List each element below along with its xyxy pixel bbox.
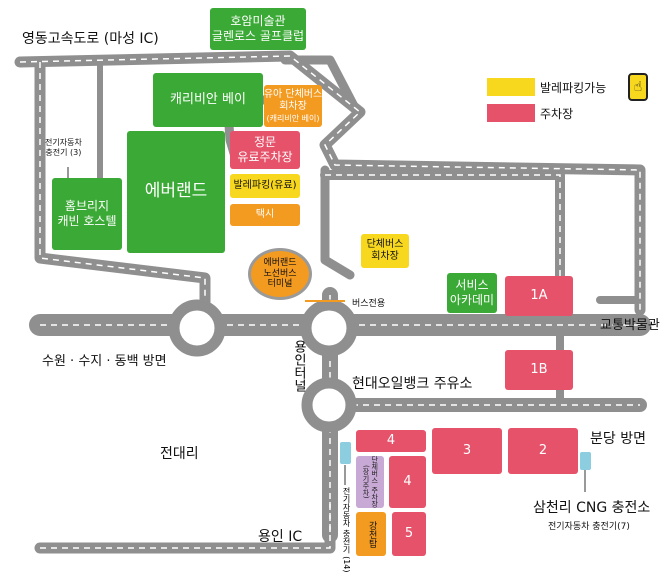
ev-charger-marker-7 (580, 452, 591, 470)
suwon-direction-label: 수원 · 수지 · 동백 방면 (42, 354, 167, 369)
group-bus-long-term-parking[interactable]: 단체버스 주차장 (장기주차) (356, 456, 384, 508)
hoam-museum-golf[interactable]: 호암미술관 글렌로스 골프클럽 (210, 8, 306, 50)
everland[interactable]: 에버랜드 (127, 131, 225, 253)
bundang-direction-label: 분당 방면 (590, 431, 646, 447)
ev-charger-marker-14 (340, 442, 351, 464)
legend-parking-swatch (487, 104, 535, 122)
yua-sublabel: (캐리비안 베이) (266, 113, 320, 123)
roundabouts (168, 299, 358, 433)
yongin-ic-label: 용인 IC (258, 529, 303, 545)
taxi-stand[interactable]: 택시 (230, 204, 300, 226)
service-academy[interactable]: 서비스 아카데미 (447, 273, 497, 313)
hand-pointer-icon: ☝ (628, 73, 648, 101)
transport-museum-label: 교통박물관 (600, 318, 660, 333)
caribbean-bay[interactable]: 캐리비안 베이 (153, 73, 263, 127)
parking-3[interactable]: 3 (432, 428, 502, 474)
parking-5[interactable]: 5 (392, 512, 426, 556)
yua-label: 유아 단체버스 회차장 (263, 88, 323, 113)
ev-charger-3-label: 전기자동차 충전기 (3) (45, 138, 82, 158)
parking-1a[interactable]: 1A (505, 276, 573, 316)
roundabout-left (168, 299, 226, 357)
roundabout-center (300, 299, 358, 357)
road-vertical-label: 용인터널 (291, 340, 306, 392)
main-gate-paid-parking[interactable]: 정문 유료주차장 (230, 131, 300, 169)
roundabout-lower (301, 377, 357, 433)
valet-parking-paid[interactable]: 발레파킹(유료) (230, 174, 300, 198)
legend-valet-label: 발레파킹가능 (540, 81, 607, 95)
hyundai-oilbank-label: 현대오일뱅크 주유소 (352, 376, 473, 392)
everland-bus-terminal[interactable]: 에버랜드 노선버스 터미널 (248, 248, 312, 300)
gangcheon-tower[interactable]: 강천탑 (356, 512, 386, 556)
yua-group-bus-turnaround[interactable]: 유아 단체버스 회차장 (캐리비안 베이) (264, 85, 322, 127)
ev-charger-7-label: 전기자동차 충전기(7) (548, 522, 630, 532)
highway-label: 영동고속도로 (마성 IC) (22, 31, 159, 47)
parking-1b[interactable]: 1B (505, 350, 573, 390)
road-top-branch (280, 55, 360, 113)
parking-4-top[interactable]: 4 (356, 430, 426, 452)
legend-parking-label: 주차장 (540, 107, 574, 121)
group-bus-turnaround[interactable]: 단체버스 회차장 (361, 234, 409, 268)
ev-charger-14-label: 전기자동차 충전기 (14) (342, 487, 351, 573)
samcheonri-cng-label: 삼천리 CNG 충전소 (533, 500, 651, 516)
jeondae-label: 전대리 (160, 446, 199, 462)
home-brick-cabin-hostel[interactable]: 홈브리지 캐빈 호스텔 (52, 178, 122, 250)
parking-2[interactable]: 2 (508, 428, 578, 474)
legend-valet-swatch (487, 78, 535, 96)
bus-only-label: 버스전용 (352, 299, 386, 309)
road-loop-to-group-bus (320, 165, 355, 280)
parking-4-side[interactable]: 4 (389, 456, 426, 508)
